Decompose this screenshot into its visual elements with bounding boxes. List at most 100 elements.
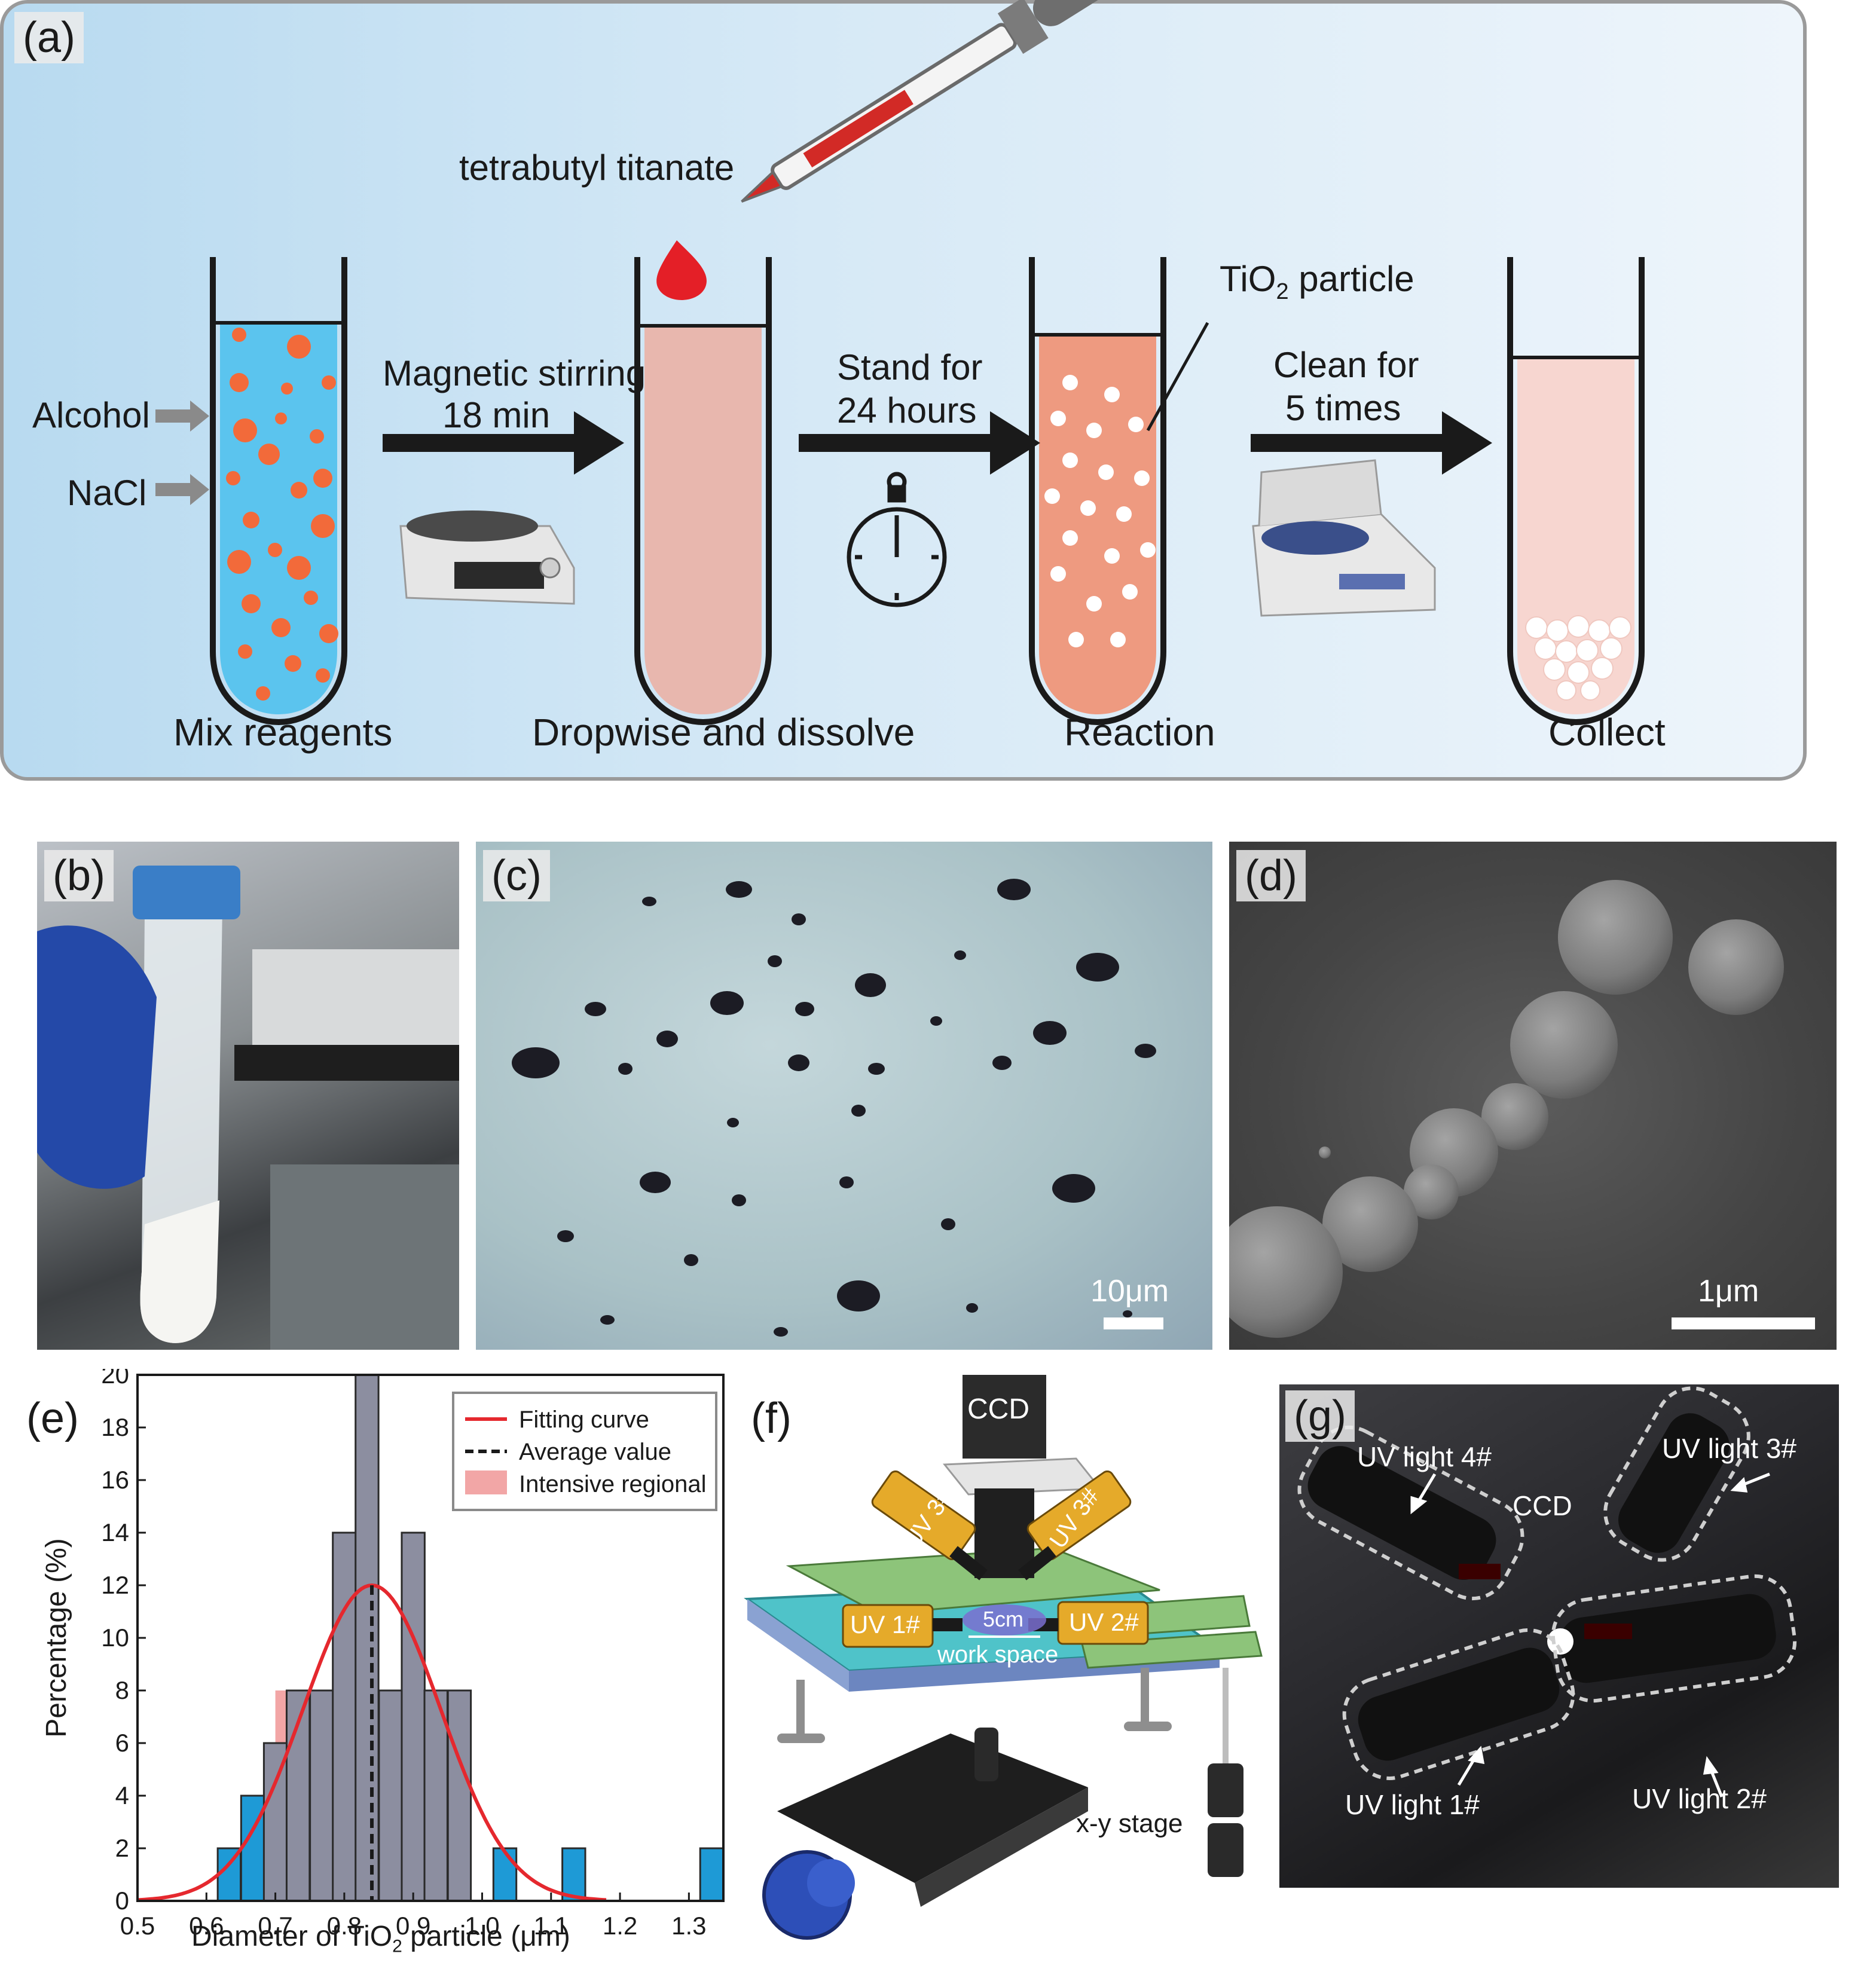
tio2-main: TiO (1220, 259, 1276, 299)
alcohol-arrow (155, 401, 209, 432)
panel-c-scale-label: 10μm (1090, 1274, 1169, 1309)
x-tick-label-5: 1.0 (465, 1912, 499, 1940)
panel-g-uv4-label: UV light 4# (1357, 1441, 1492, 1472)
panel-f-uv2-label: UV 2# (1069, 1608, 1139, 1636)
tio2-pointer-line (1146, 322, 1209, 432)
x-tick-label-8: 1.3 (671, 1912, 706, 1940)
caption-reaction: Reaction (1064, 711, 1215, 754)
panel-c-tag: (c) (483, 850, 550, 901)
histogram-bar-12 (561, 1847, 586, 1902)
pipette-icon (741, 0, 1115, 203)
caption-dropwise: Dropwise and dissolve (532, 711, 915, 754)
x-tick-label-3: 0.8 (327, 1912, 362, 1940)
histogram-bar-10 (447, 1689, 472, 1902)
y-tick-label-10: 20 (101, 1369, 129, 1389)
panel-c-aggregates (512, 879, 1156, 1337)
panel-d-scale-label: 1μm (1698, 1274, 1759, 1309)
panel-g-uv2-label: UV light 2# (1632, 1783, 1767, 1814)
alcohol-label: Alcohol (32, 395, 150, 435)
panel-g-tag: (g) (1285, 1390, 1355, 1442)
legend-label-0: Fitting curve (519, 1407, 649, 1433)
stopwatch-icon (847, 472, 947, 607)
panel-a-synthesis-schematic: (a) (0, 0, 1807, 781)
panel-c-scale-bar (1104, 1317, 1163, 1329)
histogram-bar-11 (492, 1847, 518, 1902)
nacl-label: NaCl (67, 473, 147, 513)
histogram-bar-13 (699, 1847, 725, 1902)
legend-label-2: Intensive regional (519, 1471, 707, 1497)
panel-f-setup-schematic: (f) CCD UV 3# UV 3# UV 1# UV 2# 5cm work… (741, 1369, 1267, 1973)
clean-label-1: Clean for (1273, 345, 1419, 385)
panel-g-ccd-label: CCD (1513, 1490, 1572, 1521)
process-arrow-1 (383, 411, 624, 475)
xlabel-sub: 2 (392, 1936, 402, 1956)
panel-c-micrograph: (c) 10μm (476, 842, 1212, 1350)
x-tick-label-7: 1.2 (603, 1912, 637, 1940)
panel-f-tag: (f) (751, 1395, 792, 1442)
tube-dropwise (634, 257, 772, 726)
x-tick-label-1: 0.6 (189, 1912, 224, 1940)
centrifuge-icon (1252, 459, 1436, 617)
histogram-bar-5 (332, 1531, 357, 1902)
tio2-sub: 2 (1276, 279, 1289, 304)
panel-d-scale-bar (1672, 1317, 1815, 1329)
tetrabutyl-titanate-label: tetrabutyl titanate (459, 148, 735, 188)
stand-label-2: 24 hours (837, 390, 977, 430)
tube3-particles (1044, 375, 1156, 647)
x-tick-label-2: 0.7 (258, 1912, 292, 1940)
tio2-rest: particle (1288, 259, 1414, 299)
panel-d-tag: (d) (1236, 850, 1306, 901)
histogram-bar-9 (423, 1689, 448, 1902)
panel-b-photo: (b) (37, 842, 459, 1350)
y-tick-label-3: 6 (115, 1729, 129, 1757)
process-arrow-3 (1251, 411, 1492, 475)
y-tick-label-7: 14 (101, 1518, 129, 1546)
clean-label-2: 5 times (1285, 388, 1401, 428)
xlabel-main: Diameter of TiO (191, 1921, 393, 1952)
tube1-particles (226, 328, 338, 701)
legend-label-1: Average value (519, 1439, 671, 1465)
panel-f-stage-label: x-y stage (1076, 1809, 1183, 1838)
y-tick-label-0: 0 (115, 1887, 129, 1915)
stirring-label-1: Magnetic stirring (383, 353, 646, 393)
panel-e-tag: (e) (26, 1395, 79, 1442)
panel-g-uv1-label: UV light 1# (1345, 1789, 1480, 1820)
x-tick-label-0: 0.5 (120, 1912, 155, 1940)
tube4-sediment (1525, 615, 1631, 701)
stand-label-1: Stand for (837, 347, 983, 387)
tio2-particle-label: TiO2 particle (1220, 258, 1414, 305)
histogram-bar-6 (355, 1374, 380, 1902)
panel-a-drawing (155, 0, 1645, 726)
panel-g-lights (1297, 1386, 1797, 1797)
histogram-bar-8 (401, 1531, 426, 1902)
histogram-bar-7 (378, 1689, 403, 1902)
panel-f-workspace-label: work space (937, 1641, 1059, 1668)
xlabel-rest: particle (μm) (402, 1921, 570, 1952)
y-tick-label-2: 4 (115, 1781, 129, 1809)
panel-b-tube-illustration (37, 866, 459, 1350)
panel-a-tag: (a) (14, 12, 84, 63)
y-tick-label-9: 18 (101, 1413, 129, 1441)
panel-f-ccd-label: CCD (967, 1393, 1029, 1425)
histogram-bar-4 (309, 1689, 334, 1902)
x-tick-label-6: 1.1 (534, 1912, 569, 1940)
y-tick-label-8: 16 (101, 1466, 129, 1494)
panel-d-spheres (1229, 880, 1784, 1338)
tube-reaction (1029, 257, 1166, 726)
panel-b-tag: (b) (44, 850, 114, 901)
caption-mix-reagents: Mix reagents (173, 711, 393, 754)
nacl-arrow (155, 474, 209, 505)
drop-icon (656, 240, 707, 300)
caption-collect: Collect (1548, 711, 1666, 754)
legend-region-swatch (465, 1470, 507, 1494)
process-arrow-2 (799, 411, 1040, 475)
panel-f-distance-label: 5cm (983, 1607, 1024, 1631)
stirring-label-2: 18 min (442, 395, 551, 435)
panel-g-uv3-label: UV light 3# (1662, 1433, 1797, 1464)
y-tick-label-4: 8 (115, 1676, 129, 1704)
panel-e-xlabel: Diameter of TiO2 particle (μm) (191, 1920, 570, 1957)
panel-f-drawing (744, 1375, 1263, 1940)
magnetic-stirrer-icon (399, 510, 575, 605)
